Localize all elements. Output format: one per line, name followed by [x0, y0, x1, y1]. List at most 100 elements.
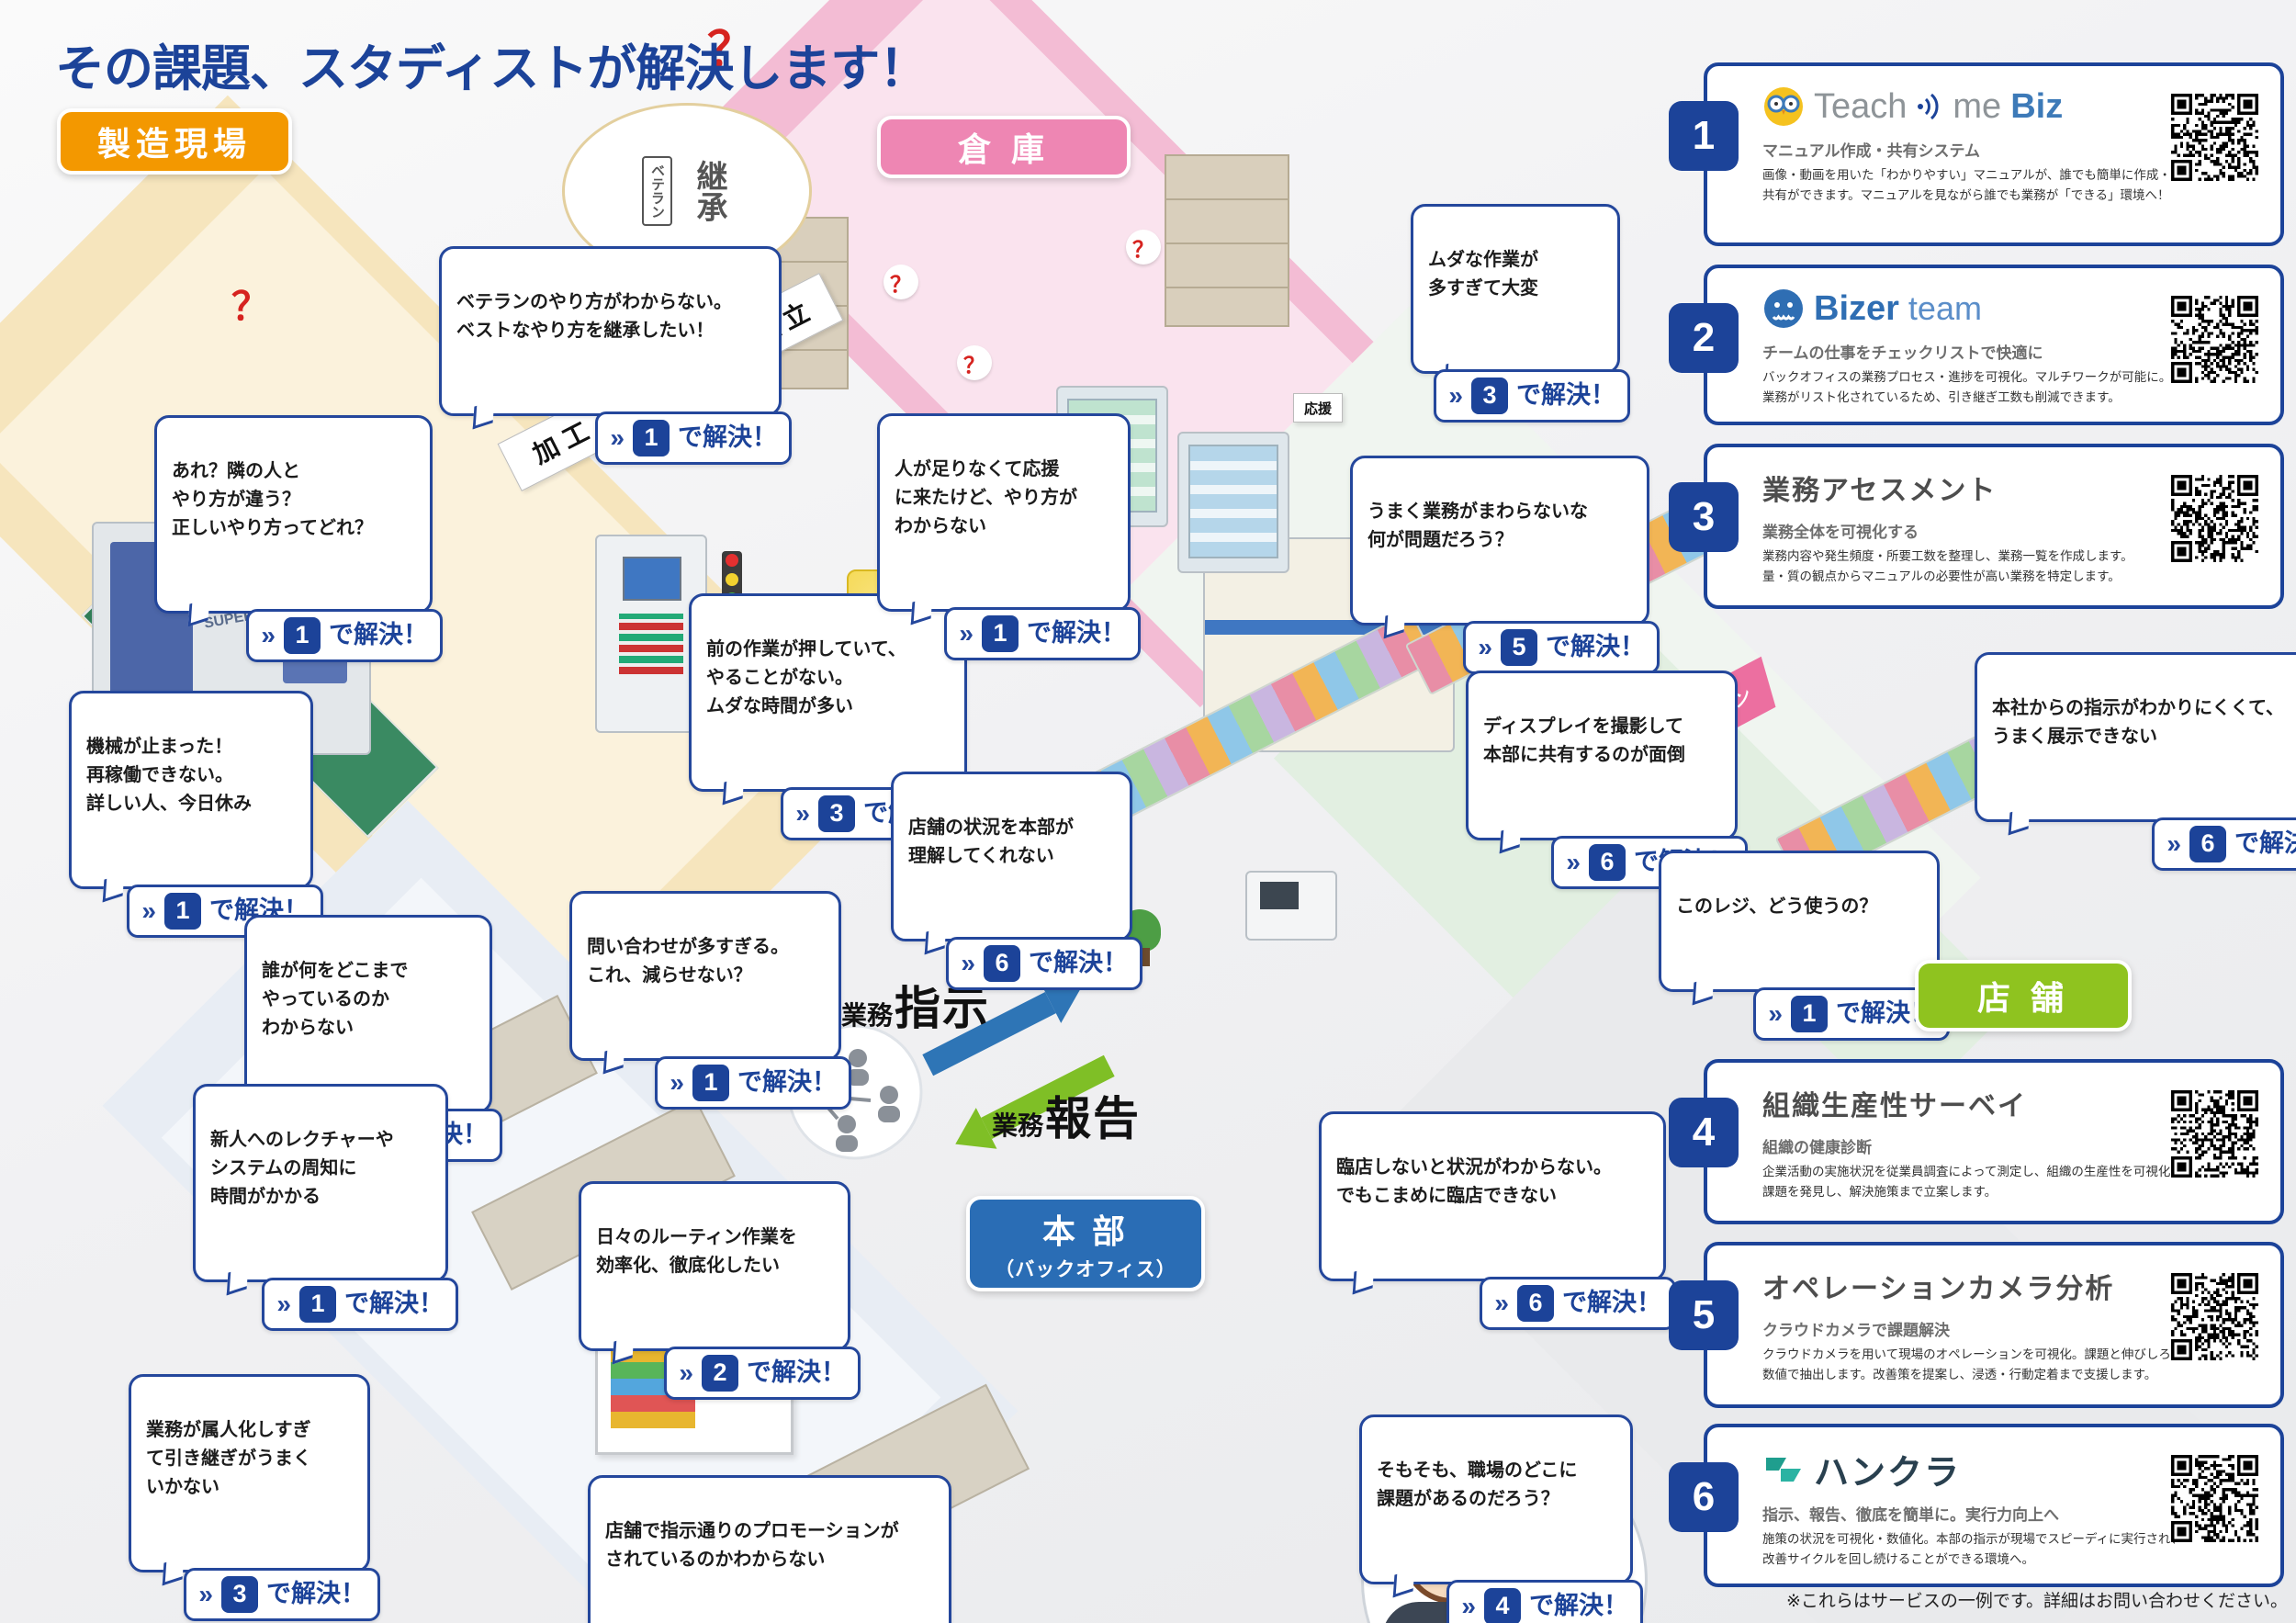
freezer-glass — [1188, 445, 1278, 558]
bubble-text: 店舗の状況を本部が 理解してくれない — [908, 817, 1074, 866]
veteran-sign: ベテラン — [642, 156, 672, 226]
qr-code — [2171, 1455, 2258, 1542]
solution-number: 3 — [818, 795, 855, 833]
question-mark-icon: ？ — [1132, 237, 1154, 263]
product-logo: オペレーションカメラ分析 — [1762, 1262, 2255, 1310]
product-subtitle: 業務全体を可視化する — [1762, 524, 1919, 541]
speech-bubble: そもそも、職場のどこに 課題があるのだろう？ » 4 で解決！ — [1359, 1414, 1643, 1623]
flow-report-text: 報告 — [1045, 1093, 1142, 1144]
question-mark-icon: ？ — [231, 285, 271, 328]
sidebar-card: 5 オペレーションカメラ分析 クラウドカメラで課題解決 クラウドカメラを用いて現… — [1669, 1242, 2284, 1408]
speech-bubble: あれ？隣の人と やり方が違う？ 正しいやり方ってどれ？ » 1 で解決！ — [154, 415, 443, 662]
warehouse-shelf — [1165, 154, 1289, 327]
chevron-icon: » — [679, 1358, 693, 1388]
bubble-tail — [162, 1556, 185, 1586]
cabinet-screen — [623, 557, 681, 601]
solution-number: 3 — [1471, 378, 1508, 415]
product-title: 組織生産性サーベイ — [1762, 1091, 2027, 1121]
card-number-badge: 1 — [1669, 101, 1739, 171]
factory-label-text: 製造現場 — [96, 125, 252, 163]
bubble-text: うまく業務がまわらないな 何が問題だろう？ — [1367, 502, 1588, 550]
solution-number: 1 — [982, 615, 1019, 653]
warehouse-label: 倉 庫 — [877, 116, 1131, 178]
speech-bubble: 問い合わせが多すぎる。 これ、減らせない？ » 1 で解決！ — [569, 891, 851, 1110]
bubble-text: 日々のルーティン作業を 効率化、徹底化したい — [596, 1227, 797, 1276]
solution-tag: » 1 で解決！ — [655, 1056, 851, 1110]
qr-code — [2171, 94, 2258, 181]
chevron-icon: » — [1566, 848, 1581, 877]
solution-number: 2 — [702, 1355, 738, 1392]
flow-instruction-text: 指示 — [895, 983, 991, 1034]
product-description: クラウドカメラを用いて現場のオペレーションを可視化。課題と伸びしろを 数値で抽出… — [1762, 1347, 2184, 1382]
solution-tag: » 6 で解決！ — [1480, 1277, 1676, 1330]
bubble-text: 臨店しないと状況がわからない。 でもこまめに臨店できない — [1336, 1157, 1612, 1206]
bubble-text: 店舗で指示通りのプロモーションが されているのかわからない — [605, 1521, 899, 1570]
hancla-icon — [1766, 1457, 1801, 1482]
solution-number: 1 — [164, 893, 201, 930]
solution-tag: » 6 で解決！ — [2152, 817, 2296, 871]
solution-tag: » 1 で解決！ — [595, 411, 792, 465]
register-screen — [1260, 882, 1299, 909]
bubble-tail — [1352, 1265, 1375, 1295]
solution-suffix: で解決！ — [1516, 381, 1615, 410]
bubble-text: 本社からの指示がわかりにくくて、 うまく展示できない — [1992, 698, 2284, 747]
andon-red — [726, 554, 738, 568]
bubble-text: 人が足りなくて応援 に来たけど、やり方が わからない — [895, 459, 1077, 536]
factory-label: 製造現場 — [57, 108, 292, 175]
solution-tag: » 6 で解決！ — [946, 937, 1142, 990]
solution-suffix: で解決！ — [1546, 633, 1645, 661]
solution-number: 1 — [692, 1065, 729, 1102]
page-title: その課題、スタディストが解決します！ — [55, 41, 929, 96]
product-logo-text: me — [1953, 86, 2002, 126]
bubble-text: ディスプレイを撮影して 本部に共有するのが面倒 — [1483, 716, 1685, 765]
bubble-tail — [226, 1266, 249, 1296]
store-freezer — [1177, 432, 1289, 573]
chevron-icon: » — [1461, 1592, 1476, 1621]
qr-code — [2171, 1273, 2258, 1360]
solution-tag: » 3 で解決！ — [184, 1568, 380, 1621]
solution-suffix: で解決！ — [747, 1358, 846, 1387]
control-cabinet — [595, 535, 707, 733]
qr-code — [2171, 475, 2258, 562]
solution-suffix: で解決！ — [1562, 1289, 1661, 1317]
product-description: 施策の状況を可視化・数値化。本部の指示が現場でスピーディに実行され、 改善サイク… — [1762, 1532, 2184, 1567]
chevron-icon: » — [141, 896, 156, 926]
warehouse-label-text: 倉 庫 — [957, 130, 1050, 168]
question-mark-icon: ？ — [707, 24, 756, 77]
flow-instruction-prefix: 業務 — [841, 1001, 894, 1030]
bubble-tail — [924, 925, 947, 955]
product-subtitle: チームの仕事をチェックリストで快適に — [1762, 344, 2043, 362]
hq-label: 本 部 （バックオフィス） — [966, 1196, 1205, 1291]
product-title: 業務アセスメント — [1762, 476, 1998, 506]
solution-number: 6 — [2189, 826, 2226, 863]
solution-tag: » 1 で解決！ — [262, 1278, 458, 1331]
product-subtitle: 指示、報告、徹底を簡単に。実行力向上へ — [1762, 1506, 2059, 1524]
question-balloon-icon: ？ — [957, 345, 992, 380]
soundwave-icon — [1918, 93, 1939, 120]
chevron-icon: » — [670, 1068, 684, 1098]
bubble-text: 機械が止まった！ 再稼働できない。 詳しい人、今日休み — [86, 737, 252, 814]
speech-bubble: 前の作業が押していて、 やることがない。 ムダな時間が多い » 3 で解決！ — [689, 593, 977, 840]
bubble-text: ベテランのやり方がわからない。 ベストなやり方を継承したい！ — [456, 292, 732, 341]
cash-register — [1245, 871, 1337, 941]
question-mark-icon: ？ — [890, 272, 912, 298]
solution-number: 5 — [1501, 629, 1537, 667]
solution-number: 3 — [221, 1576, 258, 1614]
speech-bubble: ムダな作業が 多すぎて大変 » 3 で解決！ — [1411, 204, 1630, 423]
speech-bubble: うまく業務がまわらないな 何が問題だろう？ » 5 で解決！ — [1350, 456, 1660, 674]
chevron-icon: » — [1768, 999, 1783, 1029]
card-number-badge: 4 — [1669, 1098, 1739, 1167]
product-logo-text: team — [1908, 289, 1982, 327]
bubble-text: 業務が属人化しすぎ て引き継ぎがうまく いかない — [146, 1420, 311, 1497]
bubble-text: ムダな作業が 多すぎて大変 — [1428, 250, 1538, 299]
bubble-text: このレジ、どう使うの？ — [1676, 896, 1878, 917]
sidebar-card: 3 業務アセスメント 業務全体を可視化する 業務内容や発生頻度・所要工数を整理し… — [1669, 444, 2284, 609]
sidebar-card: 6 ハンクラ 指示、報告、徹底を簡単に。実行力向上へ 施策の状況を可視化・数値化… — [1669, 1424, 2284, 1587]
chevron-icon: » — [276, 1290, 291, 1319]
product-description: 画像・動画を用いた「わかりやすい」マニュアルが、誰でも簡単に作成・ 共有ができま… — [1762, 168, 2171, 203]
product-description: 企業活動の実施状況を従業員調査によって測定し、組織の生産性を可視化。 課題を発見… — [1762, 1165, 2183, 1200]
solution-number: 4 — [1484, 1588, 1521, 1623]
chevron-icon: » — [959, 619, 974, 648]
chevron-icon: » — [1448, 381, 1463, 411]
